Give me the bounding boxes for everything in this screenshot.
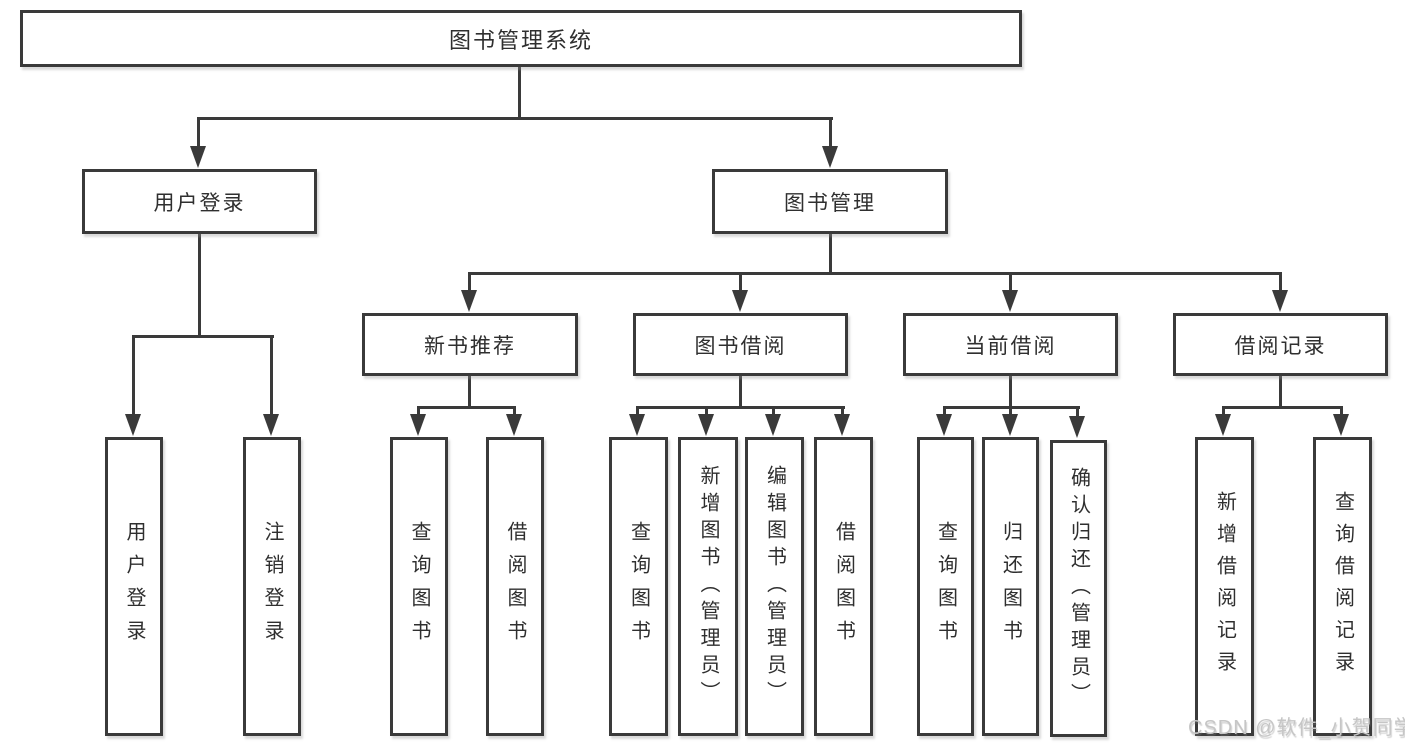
watermark: CSDN @软件_小贺同学 bbox=[1188, 717, 1405, 739]
node-book-management: 图书管理 bbox=[712, 169, 948, 234]
arrowhead-icon bbox=[822, 146, 838, 168]
leaf-query-book-borrow: 查询图书 bbox=[609, 437, 668, 736]
connector-drop-line bbox=[1340, 406, 1343, 420]
arrowhead-icon bbox=[1002, 290, 1018, 312]
arrowhead-icon bbox=[629, 414, 645, 436]
connector-drop-line bbox=[636, 406, 639, 420]
leaf-borrow-book-recommend-label: 借阅图书 bbox=[504, 520, 526, 653]
connector-drop-line bbox=[197, 117, 200, 149]
node-user-login: 用户登录 bbox=[82, 169, 317, 234]
connector-drop-line bbox=[1009, 272, 1012, 292]
connector-drop-line bbox=[943, 406, 946, 420]
connector-book-borrow-split bbox=[636, 406, 845, 409]
connector-drop-line bbox=[1279, 272, 1282, 292]
connector-drop-line bbox=[270, 335, 273, 417]
leaf-user-login-label: 用户登录 bbox=[123, 520, 145, 653]
arrowhead-icon bbox=[1272, 290, 1288, 312]
connector-root-trunk bbox=[518, 64, 521, 120]
connector-drop-line bbox=[829, 117, 832, 149]
connector-user-login-split bbox=[132, 335, 274, 338]
leaf-user-login: 用户登录 bbox=[105, 437, 163, 736]
leaf-confirm-return-admin-label: 确认归还（管理员） bbox=[1067, 467, 1090, 710]
arrowhead-icon bbox=[1333, 414, 1349, 436]
leaf-edit-book-admin-label: 编辑图书（管理员） bbox=[763, 465, 786, 708]
connector-drop-line bbox=[1009, 406, 1012, 420]
arrowhead-icon bbox=[1002, 414, 1018, 436]
leaf-edit-book-admin: 编辑图书（管理员） bbox=[745, 437, 804, 736]
arrowhead-icon bbox=[263, 414, 279, 436]
node-root: 图书管理系统 bbox=[20, 10, 1022, 67]
leaf-query-borrow-record: 查询借阅记录 bbox=[1313, 437, 1372, 736]
node-borrow-records: 借阅记录 bbox=[1173, 313, 1388, 376]
leaf-borrow-book-label: 借阅图书 bbox=[832, 520, 855, 653]
leaf-query-borrow-record-label: 查询借阅记录 bbox=[1331, 490, 1354, 683]
leaf-borrow-book: 借阅图书 bbox=[814, 437, 873, 736]
connector-drop-line bbox=[739, 272, 742, 292]
arrowhead-icon bbox=[190, 146, 206, 168]
connector-drop-line bbox=[841, 406, 844, 420]
arrowhead-icon bbox=[834, 414, 850, 436]
arrowhead-icon bbox=[410, 414, 426, 436]
arrowhead-icon bbox=[732, 290, 748, 312]
arrowhead-icon bbox=[125, 414, 141, 436]
connector-borrow-records-trunk bbox=[1279, 373, 1282, 409]
leaf-query-book-recommend: 查询图书 bbox=[390, 437, 448, 736]
arrowhead-icon bbox=[765, 414, 781, 436]
leaf-borrow-book-recommend: 借阅图书 bbox=[486, 437, 544, 736]
leaf-query-book-current: 查询图书 bbox=[917, 437, 974, 736]
arrowhead-icon bbox=[936, 414, 952, 436]
leaf-add-book-admin: 新增图书（管理员） bbox=[678, 437, 738, 736]
leaf-query-book-borrow-label: 查询图书 bbox=[627, 520, 650, 653]
leaf-return-book: 归还图书 bbox=[982, 437, 1039, 736]
leaf-add-borrow-record: 新增借阅记录 bbox=[1195, 437, 1254, 736]
connector-new-book-split bbox=[417, 406, 516, 409]
connector-drop-line bbox=[772, 406, 775, 420]
connector-user-login-trunk bbox=[198, 231, 201, 338]
leaf-add-borrow-record-label: 新增借阅记录 bbox=[1213, 490, 1236, 683]
node-book-borrow: 图书借阅 bbox=[633, 313, 848, 376]
leaf-logout: 注销登录 bbox=[243, 437, 301, 736]
leaf-query-book-current-label: 查询图书 bbox=[934, 520, 957, 653]
connector-drop-line bbox=[1076, 406, 1079, 420]
connector-borrow-records-split bbox=[1222, 406, 1343, 409]
connector-root-split bbox=[197, 117, 833, 120]
arrowhead-icon bbox=[1215, 414, 1231, 436]
arrowhead-icon bbox=[1069, 416, 1085, 438]
arrowhead-icon bbox=[461, 290, 477, 312]
leaf-query-book-recommend-label: 查询图书 bbox=[408, 520, 430, 653]
connector-drop-line bbox=[513, 406, 516, 420]
connector-drop-line bbox=[1222, 406, 1225, 420]
leaf-return-book-label: 归还图书 bbox=[999, 520, 1022, 653]
arrowhead-icon bbox=[506, 414, 522, 436]
leaf-add-book-admin-label: 新增图书（管理员） bbox=[697, 465, 719, 708]
leaf-confirm-return-admin: 确认归还（管理员） bbox=[1050, 440, 1107, 737]
connector-drop-line bbox=[132, 335, 135, 417]
connector-drop-line bbox=[468, 272, 471, 292]
connector-book-mgmt-split bbox=[468, 272, 1282, 275]
leaf-logout-label: 注销登录 bbox=[261, 520, 283, 653]
connector-current-borrow-trunk bbox=[1009, 373, 1012, 409]
connector-book-mgmt-trunk bbox=[829, 231, 832, 275]
arrowhead-icon bbox=[698, 414, 714, 436]
connector-new-book-trunk bbox=[468, 373, 471, 409]
connector-drop-line bbox=[705, 406, 708, 420]
connector-drop-line bbox=[417, 406, 420, 420]
node-new-book-recommend: 新书推荐 bbox=[362, 313, 578, 376]
connector-book-borrow-trunk bbox=[739, 373, 742, 409]
node-current-borrow: 当前借阅 bbox=[903, 313, 1118, 376]
